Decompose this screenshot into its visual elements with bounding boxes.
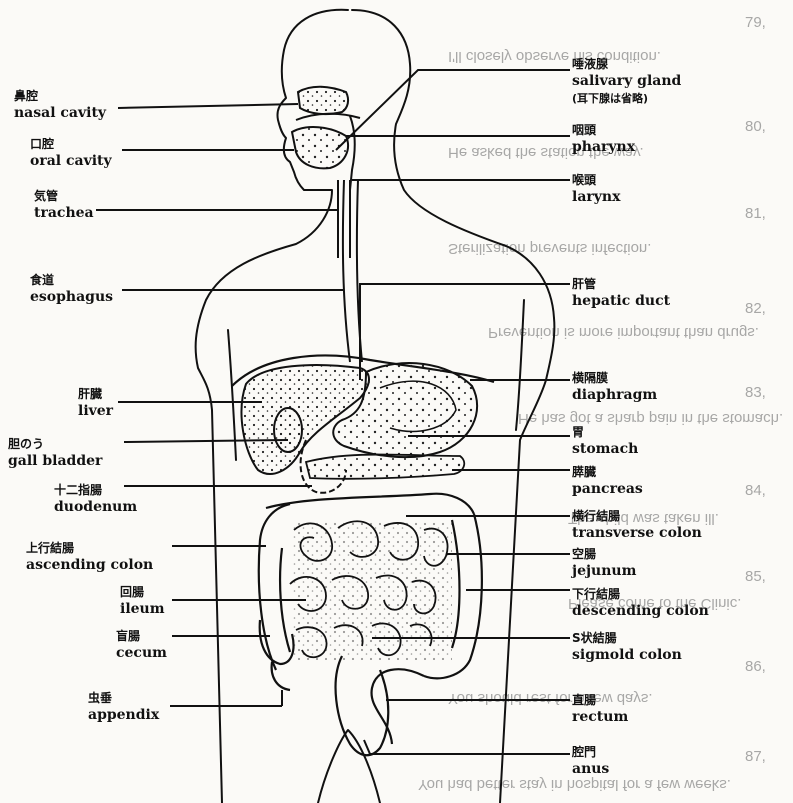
label-hepatic-duct: 肝管 hepatic duct [572,276,670,310]
label-en: pancreas [572,481,643,498]
label-jp: 肝臓 [78,386,113,403]
sigmoid-colon-shape [372,669,424,744]
ascending-colon-shape [259,504,290,670]
label-en: liver [78,403,113,420]
label-transverse-colon: 横行結腸 transverse colon [572,508,702,542]
label-en: pharynx [572,139,635,156]
label-jp: 横行結腸 [572,508,702,525]
label-jp: 十二指腸 [54,482,137,499]
descending-colon-inner [452,520,460,648]
label-jp: 直腸 [572,692,628,709]
label-en: diaphragm [572,387,657,404]
cecum-shape [260,620,294,664]
label-jp: 腔門 [572,744,609,761]
label-pancreas: 膵臓 pancreas [572,464,643,498]
label-en: esophagus [30,289,113,306]
label-jp: 食道 [30,272,113,289]
label-en: salivary gland [572,73,681,90]
label-jp: 盲腸 [116,628,167,645]
label-jp: 咽頭 [572,122,635,139]
label-jejunum: 空腸 jejunum [572,546,636,580]
leader-nasal-cavity [118,104,298,108]
label-cecum: 盲腸 cecum [116,628,167,662]
label-anus: 腔門 anus [572,744,609,778]
label-jp: 上行結腸 [26,540,153,557]
leader-salivary-gland [336,70,570,150]
label-diaphragm: 横隔膜 diaphragm [572,370,657,404]
label-jp: 肝管 [572,276,670,293]
label-larynx: 喉頭 larynx [572,172,620,206]
label-en: sigmold colon [572,647,682,664]
label-en: cecum [116,645,167,662]
label-stomach: 胃 stomach [572,424,638,458]
label-en: gall bladder [8,453,102,470]
label-en: duodenum [54,499,137,516]
leader-anus [364,740,570,754]
label-liver: 肝臓 liver [78,386,113,420]
rectum-shape [336,656,389,755]
label-en: transverse colon [572,525,702,542]
gall-bladder-shape [274,408,302,452]
label-en: ascending colon [26,557,153,574]
label-en: jejunum [572,563,636,580]
label-en: stomach [572,441,638,458]
label-jp: 唾液腺 [572,56,681,73]
label-jp: 喉頭 [572,172,620,189]
label-en: trachea [34,205,94,222]
label-jp: 空腸 [572,546,636,563]
pancreas-shape [306,455,464,479]
label-rectum: 直腸 rectum [572,692,628,726]
label-jp: S状結腸 [572,630,682,647]
label-trachea: 気管 trachea [34,188,94,222]
label-jp: 胆のう [8,436,102,453]
label-descending-colon: 下行結腸 descending colon [572,586,709,620]
label-en: descending colon [572,603,709,620]
label-en: rectum [572,709,628,726]
label-en: larynx [572,189,620,206]
pharynx-tube [350,116,355,190]
label-jp: 横隔膜 [572,370,657,387]
label-ileum: 回腸 ileum [120,584,165,618]
label-pharynx: 咽頭 pharynx [572,122,635,156]
label-en: anus [572,761,609,778]
label-sigmoid-colon: S状結腸 sigmold colon [572,630,682,664]
label-salivary-gland: 唾液腺 salivary gland (耳下腺は省略) [572,56,681,107]
label-jp: 膵臓 [572,464,643,481]
label-jp: 胃 [572,424,638,441]
label-en: appendix [88,707,159,724]
label-jp: 気管 [34,188,94,205]
label-duodenum: 十二指腸 duodenum [54,482,137,516]
label-note: (耳下腺は省略) [572,90,681,107]
label-en: hepatic duct [572,293,670,310]
right-arm-line [516,300,524,430]
transverse-colon-shape [266,494,474,514]
nasal-cavity-shape [298,87,348,114]
label-ascending-colon: 上行結腸 ascending colon [26,540,153,574]
label-jp: 虫垂 [88,690,159,707]
label-oral-cavity: 口腔 oral cavity [30,136,112,170]
label-jp: 口腔 [30,136,112,153]
label-en: nasal cavity [14,105,106,122]
label-gall-bladder: 胆のう gall bladder [8,436,102,470]
label-esophagus: 食道 esophagus [30,272,113,306]
label-jp: 下行結腸 [572,586,709,603]
label-en: ileum [120,601,165,618]
label-appendix: 虫垂 appendix [88,690,159,724]
label-nasal-cavity: 鼻腔 nasal cavity [14,88,106,122]
label-jp: 回腸 [120,584,165,601]
label-en: oral cavity [30,153,112,170]
label-jp: 鼻腔 [14,88,106,105]
